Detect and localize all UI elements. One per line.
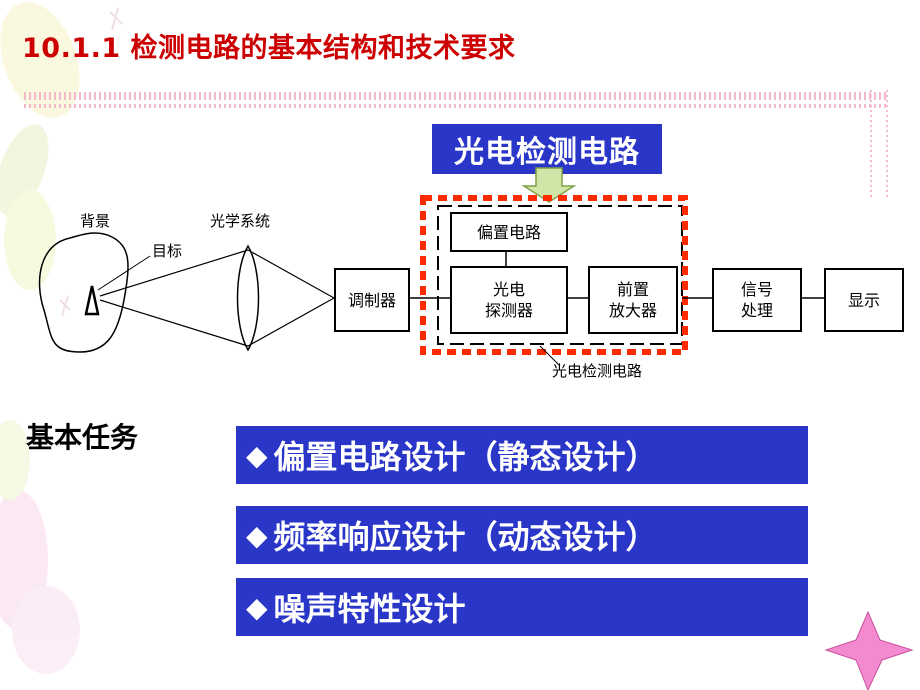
task-text: 频率响应设计（动态设计） [273, 518, 658, 556]
preamp-box: 前置 放大器 [588, 266, 678, 334]
section-label: 基本任务 [26, 421, 139, 454]
task-text: 偏置电路设计（静态设计） [273, 438, 658, 476]
preamp-label-line2: 放大器 [608, 301, 657, 320]
photodetector-box: 光电 探测器 [450, 266, 568, 334]
title-divider [24, 92, 888, 100]
signal-label-line1: 信号 [740, 280, 773, 299]
task-item: ◆ 噪声特性设计 [236, 578, 808, 636]
decor-vertical-line [870, 90, 872, 200]
signal-label-line2: 处理 [740, 301, 773, 320]
label-optics: 光学系统 [210, 212, 271, 230]
display-label: 显示 [847, 290, 880, 310]
preamp-label-line1: 前置 [616, 280, 649, 299]
detector-label-line1: 光电 [492, 280, 525, 299]
label-background: 背景 [80, 212, 111, 230]
label-target: 目标 [152, 242, 183, 260]
background-blob [38, 232, 129, 353]
target-icon [84, 285, 100, 316]
diamond-bullet-icon: ◆ [246, 590, 268, 624]
star-icon [824, 610, 914, 690]
lens-icon [236, 244, 260, 352]
bias-label: 偏置电路 [476, 222, 541, 242]
label-circuit-caption: 光电检测电路 [552, 362, 643, 380]
callout-label: 光电检测电路 [432, 124, 662, 174]
signal-processing-box: 信号 处理 [712, 268, 802, 332]
modulator-label: 调制器 [347, 290, 396, 310]
task-item: ◆ 频率响应设计（动态设计） [236, 506, 808, 564]
task-item: ◆ 偏置电路设计（静态设计） [236, 426, 808, 484]
highlight-frame [420, 195, 688, 355]
page-title: 10.1.1 检测电路的基本结构和技术要求 [22, 33, 516, 64]
task-text: 噪声特性设计 [273, 590, 466, 628]
down-arrow-icon [521, 167, 577, 203]
decor-vertical-line [886, 90, 888, 200]
bias-circuit-box: 偏置电路 [450, 212, 568, 252]
diamond-bullet-icon: ◆ [246, 438, 268, 472]
diamond-bullet-icon: ◆ [246, 518, 268, 552]
title-divider-secondary [24, 104, 888, 108]
detector-label-line2: 探测器 [484, 301, 533, 320]
modulator-box: 调制器 [334, 268, 410, 332]
display-box: 显示 [824, 268, 904, 332]
